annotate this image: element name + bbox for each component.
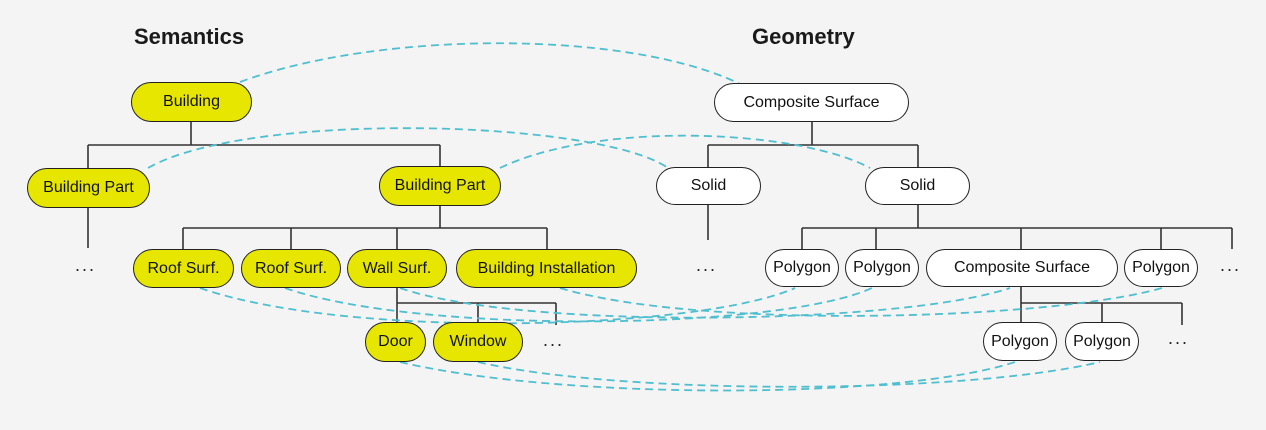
roof-surf-node: Roof Surf. <box>133 249 234 288</box>
composite-surface-top-node: Composite Surface <box>714 83 909 122</box>
tree-line-building-part-right <box>182 205 548 249</box>
tree-lines <box>87 122 1233 325</box>
building-part-left-node: Building Part <box>27 168 150 208</box>
link-roof-surf-2-polygon <box>284 287 873 323</box>
building-part-right-node: Building Part <box>379 166 501 206</box>
link-door-polygon <box>399 361 1016 392</box>
ellipsis-surfaces: ... <box>1220 255 1242 275</box>
link-wall-surf-composite-surface <box>399 287 1011 319</box>
building-installation-node: Building Installation <box>456 249 637 288</box>
polygon-node: Polygon <box>1065 322 1139 361</box>
roof-surf-node: Roof Surf. <box>241 249 341 288</box>
door-node: Door <box>365 322 426 362</box>
window-node: Window <box>433 322 523 362</box>
ellipsis-solid: ... <box>696 255 718 275</box>
tree-line-building <box>87 122 441 168</box>
tree-line-wall-surf <box>396 288 557 325</box>
tree-line-composite-surface-top <box>707 122 919 167</box>
polygon-node: Polygon <box>845 249 919 287</box>
ellipsis-openings: ... <box>543 330 565 350</box>
link-building-part-right-solid <box>499 134 871 169</box>
polygon-node: Polygon <box>765 249 839 287</box>
ellipsis-polygons: ... <box>1168 328 1190 348</box>
solid-left-node: Solid <box>656 167 761 205</box>
ellipsis-building-parts: ... <box>75 255 97 275</box>
building-node: Building <box>131 82 252 122</box>
tree-line-composite-surface-mid <box>1020 287 1183 325</box>
link-building-part-left-solid <box>147 127 669 169</box>
link-window-polygon <box>477 361 1101 388</box>
correspondence-links <box>147 42 1163 392</box>
link-building-installation-polygon <box>559 287 1163 317</box>
geometry-heading: Geometry <box>752 24 855 49</box>
polygon-node: Polygon <box>1124 249 1198 287</box>
polygon-node: Polygon <box>983 322 1057 361</box>
semantics-heading: Semantics <box>134 24 245 49</box>
composite-surface-mid-node: Composite Surface <box>926 249 1118 287</box>
tree-line-solid-right <box>801 205 1233 249</box>
solid-right-node: Solid <box>865 167 970 205</box>
wall-surf-node: Wall Surf. <box>347 249 447 288</box>
link-building-composite-surface <box>239 42 741 85</box>
